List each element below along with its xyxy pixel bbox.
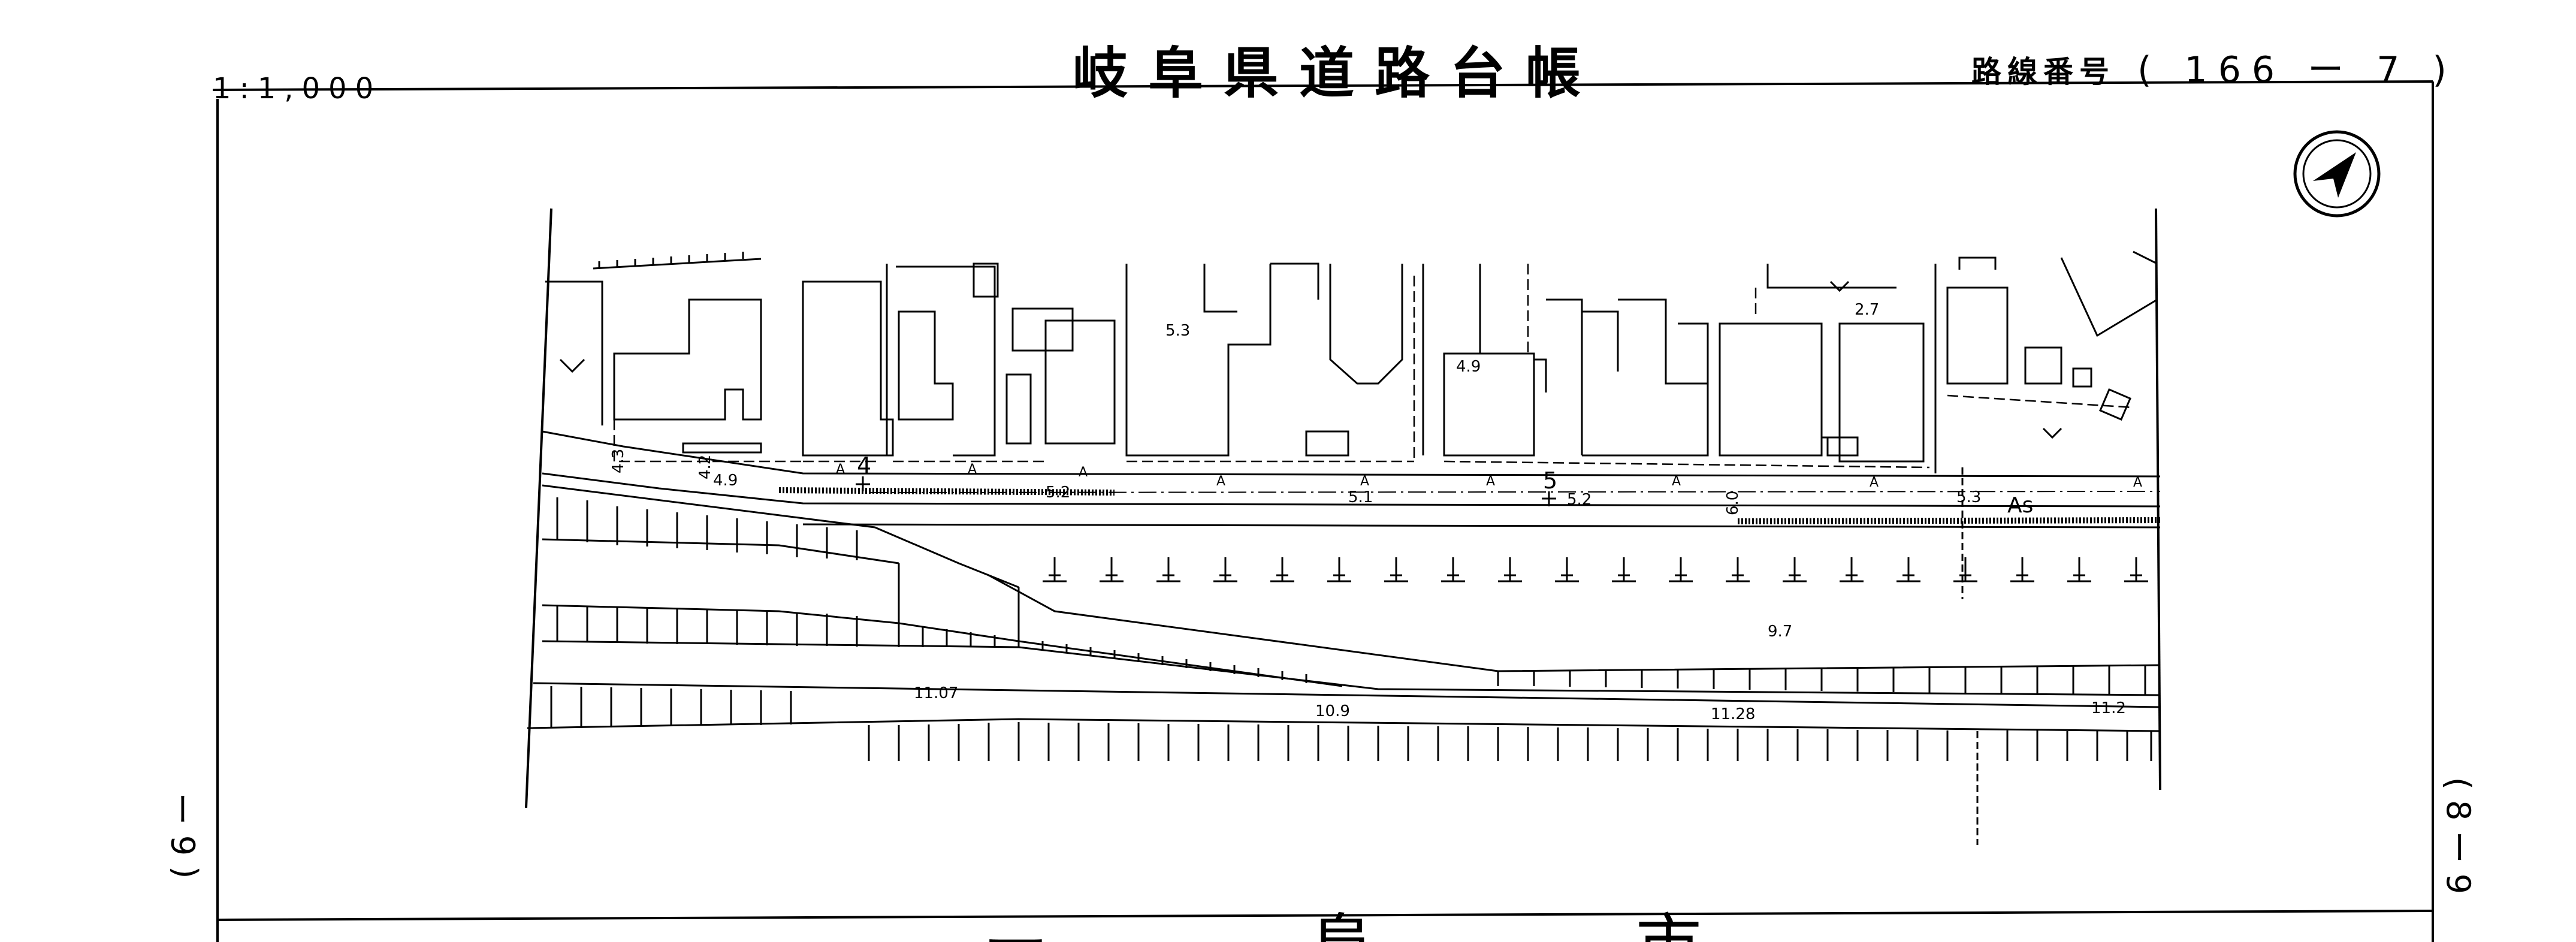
- spot-height: 5.2: [1567, 491, 1591, 509]
- area-label: A: [1079, 465, 1088, 480]
- spot-height: 10.9: [1315, 702, 1350, 720]
- spot-height: 5.2: [1046, 484, 1070, 502]
- width-labels: 4.2 6.0: [696, 455, 1742, 515]
- spot-height: 4.9: [713, 472, 738, 490]
- spot-height: 11.28: [1711, 705, 1755, 723]
- buildings: [545, 250, 2158, 473]
- spot-height: 2.7: [1855, 301, 1879, 319]
- area-label: A: [1672, 474, 1681, 489]
- sheet-frame: [212, 80, 2434, 942]
- area-label: A: [968, 462, 977, 477]
- bottom-caption: ー 阜 市: [983, 907, 1822, 942]
- spot-height: 5.3: [1165, 322, 1190, 340]
- parcel-boundaries: [613, 264, 2134, 469]
- embankment: [527, 484, 2161, 732]
- station-markers: 4 5: [856, 452, 1557, 506]
- area-labels: A A A A A A A A A: [836, 462, 2142, 490]
- area-label: A: [1870, 475, 1879, 490]
- area-label: A: [1216, 474, 1225, 489]
- route-number-value: ( 166 ー 7 ): [2137, 49, 2457, 91]
- north-arrow-icon: [2293, 130, 2381, 218]
- map-title: 岐阜県道路台帳: [1073, 41, 1602, 105]
- area-label: A: [1360, 474, 1369, 489]
- spot-height: 11.2: [2091, 699, 2126, 717]
- spot-height: 9.7: [1768, 623, 1792, 641]
- station-mark: 4: [857, 452, 871, 479]
- spot-height: 4.9: [1456, 358, 1481, 376]
- spot-height: 4.3: [609, 449, 627, 473]
- area-label: A: [836, 462, 845, 477]
- spot-height: 11.07: [914, 684, 958, 702]
- station-mark: 5: [1543, 467, 1557, 494]
- grass-symbols: [1043, 557, 2148, 582]
- road: [542, 430, 2161, 845]
- spot-height: 5.1: [1348, 488, 1373, 506]
- slope-hachures: [550, 497, 2152, 761]
- area-label: A: [1486, 474, 1495, 489]
- width-label: 6.0: [1724, 491, 1742, 515]
- area-label: A: [2133, 475, 2142, 490]
- surface-label: As: [2007, 493, 2033, 518]
- spot-heights: 5.3 4.9 2.7 5.2 5.1 5.2 5.3 9.7 11.07 10…: [609, 301, 2126, 723]
- spot-height: 5.3: [1956, 488, 1981, 506]
- map-frame: [525, 208, 2161, 808]
- vegetation-marks: [559, 280, 2062, 439]
- width-label: 4.2: [696, 455, 714, 479]
- route-number: 路線番号 ( 166 ー 7 ): [1971, 41, 2457, 93]
